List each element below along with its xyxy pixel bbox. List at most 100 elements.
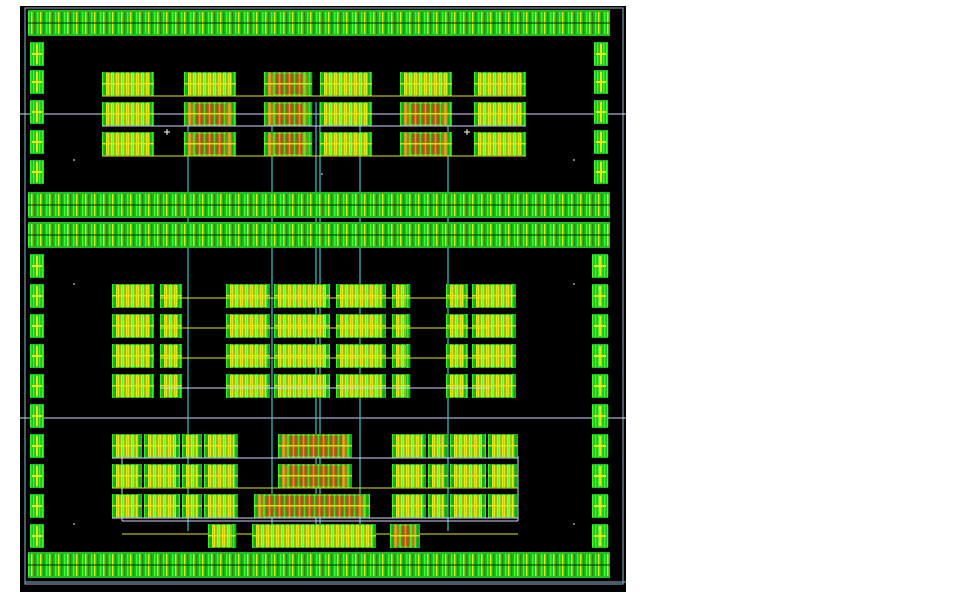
upper-cell-r0-c0: [102, 72, 154, 96]
middle-cell-r3-c7: [472, 374, 516, 398]
io-strip-upper: [28, 192, 610, 218]
lower-left-cell-r1-c0: [112, 464, 142, 488]
middle-cell-r3-c6: [446, 374, 468, 398]
lower-right-cell-r0-c2: [450, 434, 486, 458]
lower-left-cell-r1-c3: [204, 464, 238, 488]
lower-right-cell-r2-c1: [428, 494, 448, 518]
middle-cell-r2-c4: [336, 344, 386, 368]
lower-left-cell-r1-c2: [182, 464, 202, 488]
pad-right-top-2: [594, 100, 608, 124]
middle-cell-r0-c4: [336, 284, 386, 308]
pad-right-bottom-4: [592, 374, 609, 398]
middle-cell-r0-c6: [446, 284, 468, 308]
upper-cell-r2-c0: [102, 132, 154, 156]
upper-cell-r2-c5: [474, 132, 526, 156]
chip-layout-viewer[interactable]: [20, 6, 626, 592]
pad-left-bottom-8: [30, 494, 44, 518]
lower-right-cell-r1-c0: [392, 464, 426, 488]
pad-left-bottom-0: [30, 254, 44, 278]
lower-right-cell-r1-c2: [450, 464, 486, 488]
middle-cell-r2-c5: [392, 344, 411, 368]
middle-cell-r1-c6: [446, 314, 468, 338]
lower-right-cell-r1-c3: [488, 464, 518, 488]
middle-cell-r0-c2: [226, 284, 270, 308]
middle-cell-r2-c6: [446, 344, 468, 368]
lower-left-cell-r0-c0: [112, 434, 142, 458]
upper-cell-r2-c2: [264, 132, 313, 156]
lower-right-cell-r2-c2: [450, 494, 486, 518]
pad-right-top-0: [594, 42, 608, 66]
upper-cell-r0-c2: [264, 72, 313, 96]
middle-cell-r1-c4: [336, 314, 386, 338]
upper-cell-r1-c3: [320, 102, 372, 126]
lower-right-cell-r2-c0: [392, 494, 426, 518]
middle-cell-r0-c3: [274, 284, 330, 308]
lower-left-cell-r0-c2: [182, 434, 202, 458]
top-io-strip: [28, 10, 610, 36]
crosshair-marker-icon-1: [464, 129, 470, 135]
middle-cell-r3-c2: [226, 374, 270, 398]
middle-cell-r3-c4: [336, 374, 386, 398]
middle-cell-r3-c1: [160, 374, 182, 398]
lower-right-cell-r1-c1: [428, 464, 448, 488]
origin-dot-3: [573, 283, 575, 285]
crosshair-marker-icon-0: [164, 129, 170, 135]
upper-cell-r0-c3: [320, 72, 372, 96]
origin-dot-2: [73, 283, 75, 285]
upper-cell-r0-c5: [474, 72, 526, 96]
pad-left-top-4: [30, 160, 44, 184]
pad-left-bottom-3: [30, 344, 44, 368]
lower-left-cell-r2-c2: [182, 494, 202, 518]
middle-cell-r1-c0: [112, 314, 154, 338]
upper-cell-r1-c0: [102, 102, 154, 126]
bottom-cell-1: [252, 524, 376, 548]
pad-right-bottom-5: [592, 404, 609, 428]
upper-cell-r2-c3: [320, 132, 372, 156]
bottom-io-strip: [28, 552, 610, 578]
lower-left-cell-r1-c1: [144, 464, 180, 488]
middle-cell-r2-c1: [160, 344, 182, 368]
upper-cell-r0-c4: [400, 72, 452, 96]
lower-left-cell-r0-c1: [144, 434, 180, 458]
pad-left-bottom-9: [30, 524, 44, 548]
pad-left-top-2: [30, 100, 44, 124]
die-boundary: [24, 7, 624, 585]
upper-cell-r1-c2: [264, 102, 313, 126]
bottom-cell-2: [390, 524, 420, 548]
origin-dot-0: [73, 159, 75, 161]
pad-left-bottom-6: [30, 434, 44, 458]
bottom-cell-0: [208, 524, 237, 548]
upper-cell-r0-c1: [184, 72, 236, 96]
origin-dot-4: [73, 523, 75, 525]
lower-right-cell-r0-c1: [428, 434, 448, 458]
lower-center-cell-2: [254, 494, 370, 518]
upper-cell-r2-c4: [400, 132, 452, 156]
middle-cell-r3-c5: [392, 374, 411, 398]
middle-cell-r0-c7: [472, 284, 516, 308]
lower-left-cell-r2-c0: [112, 494, 142, 518]
pad-left-top-1: [30, 70, 44, 94]
pad-right-top-1: [594, 70, 608, 94]
lower-center-cell-1: [278, 464, 352, 488]
pad-left-bottom-2: [30, 314, 44, 338]
middle-cell-r0-c0: [112, 284, 154, 308]
middle-cell-r1-c3: [274, 314, 330, 338]
middle-cell-r1-c7: [472, 314, 516, 338]
pad-right-bottom-7: [592, 464, 609, 488]
lower-right-cell-r0-c3: [488, 434, 518, 458]
pad-right-bottom-1: [592, 284, 609, 308]
lower-right-cell-r2-c3: [488, 494, 518, 518]
pad-right-bottom-0: [592, 254, 609, 278]
pad-left-bottom-7: [30, 464, 44, 488]
origin-dot-5: [573, 523, 575, 525]
pad-right-bottom-2: [592, 314, 609, 338]
middle-cell-r2-c2: [226, 344, 270, 368]
lower-left-cell-r0-c3: [204, 434, 238, 458]
middle-cell-r0-c1: [160, 284, 182, 308]
pad-left-top-3: [30, 130, 44, 154]
chip-layout-canvas: [20, 6, 626, 592]
pad-right-bottom-3: [592, 344, 609, 368]
lower-left-cell-r2-c3: [204, 494, 238, 518]
pad-left-bottom-5: [30, 404, 44, 428]
middle-cell-r2-c7: [472, 344, 516, 368]
